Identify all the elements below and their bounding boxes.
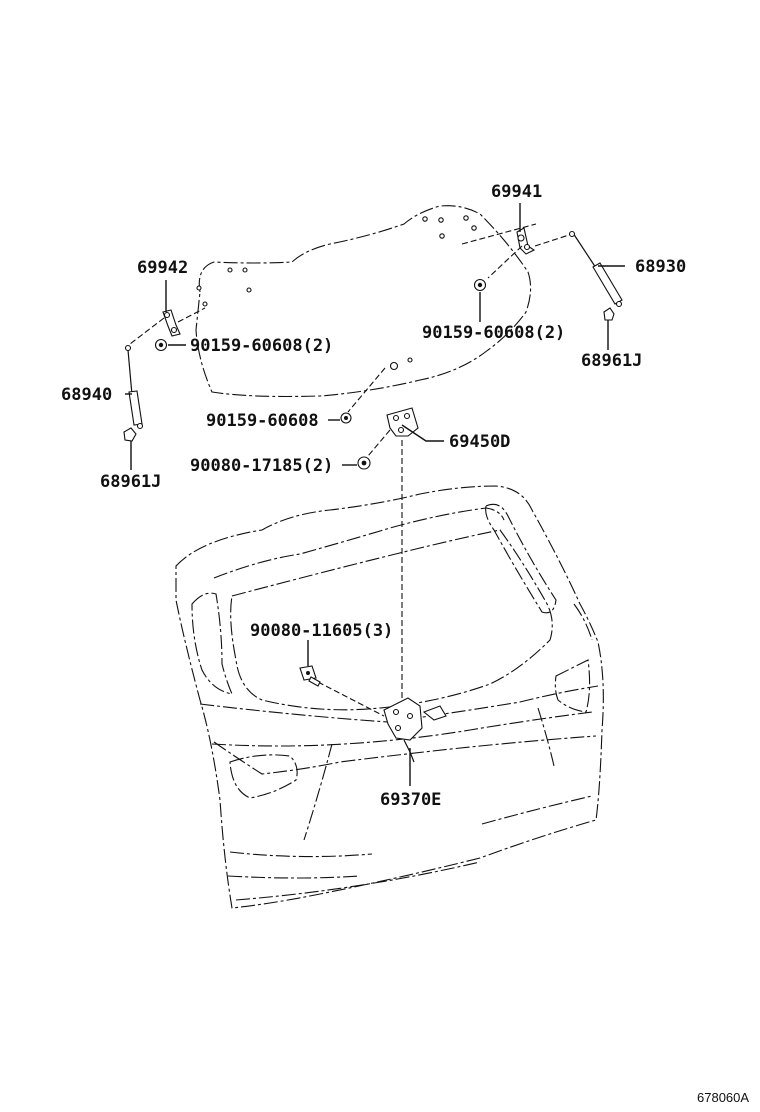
ball-joint-right — [603, 307, 615, 321]
stay-68940 — [124, 344, 144, 430]
nut-lower — [357, 456, 371, 470]
label-68961j-right: 68961J — [581, 351, 642, 371]
reference-code: 678060A — [697, 1090, 749, 1105]
label-nut-lower: 90080-17185(2) — [190, 456, 333, 476]
leader-lines — [125, 203, 625, 786]
label-bolt-right: 90159-60608(2) — [422, 323, 565, 343]
label-bolt-center: 90159-60608 — [206, 411, 319, 431]
bolt-lock — [299, 665, 321, 687]
lock-69370e — [317, 681, 447, 763]
label-68961j-left: 68961J — [100, 472, 161, 492]
back-door-glass — [195, 205, 532, 398]
bolt-center — [340, 367, 386, 424]
hinge-69942 — [129, 307, 206, 345]
hinge-69941 — [461, 223, 573, 279]
label-69941: 69941 — [491, 182, 542, 202]
label-69450d: 69450D — [449, 432, 510, 452]
stay-68930 — [568, 230, 623, 308]
label-68930: 68930 — [635, 257, 686, 277]
label-69942: 69942 — [137, 258, 188, 278]
bolt-left — [154, 338, 168, 352]
label-bolt-lock: 90080-11605(3) — [250, 621, 393, 641]
back-door-panel — [175, 485, 604, 909]
label-69370e: 69370E — [380, 790, 441, 810]
label-68940: 68940 — [61, 385, 112, 405]
ball-joint-left — [123, 427, 137, 442]
striker-69450d — [367, 407, 419, 457]
label-bolt-left: 90159-60608(2) — [190, 336, 333, 356]
bolt-right — [473, 278, 487, 292]
